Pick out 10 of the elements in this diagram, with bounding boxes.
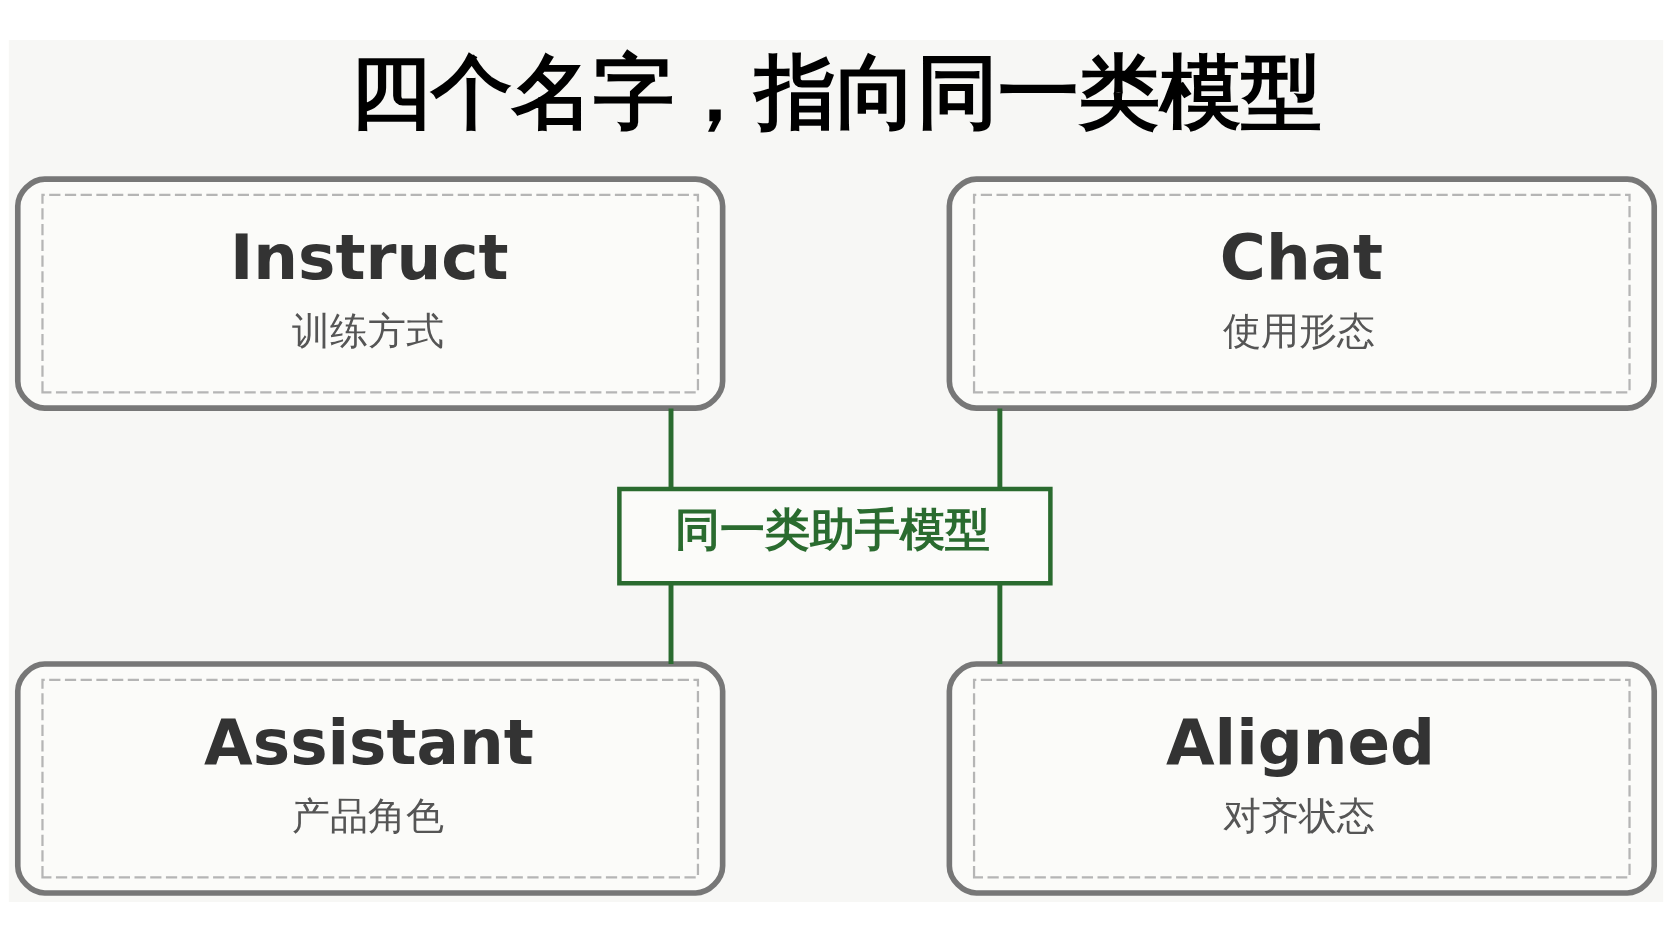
node-box: Assistant 产品角色 xyxy=(14,660,726,896)
node-box: Aligned 对齐状态 xyxy=(946,660,1658,896)
node-box: 同一类助手模型 xyxy=(617,486,1053,585)
connector xyxy=(997,582,1003,664)
diagram-title: 四个名字，指向同一类模型 xyxy=(350,44,1322,139)
node-box: Chat 使用形态 xyxy=(946,175,1658,411)
connector xyxy=(997,408,1003,489)
node-box: Instruct 训练方式 xyxy=(14,175,726,411)
connector xyxy=(668,408,674,489)
connector xyxy=(668,582,674,664)
